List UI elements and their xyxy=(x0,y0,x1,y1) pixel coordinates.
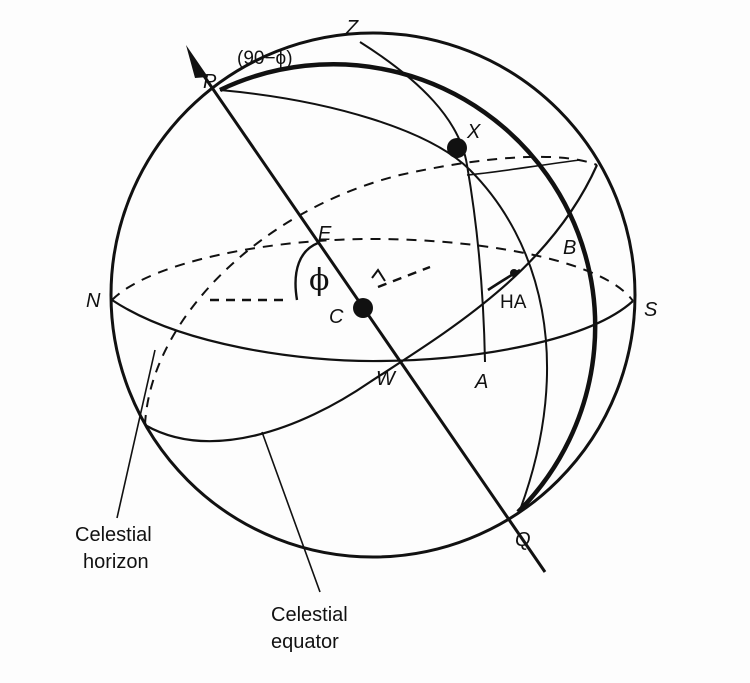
celestial-horizon-back xyxy=(111,237,634,302)
vertical-circle-zxa xyxy=(359,41,486,363)
label-ha: HA xyxy=(500,292,527,313)
star-x-dot xyxy=(447,138,467,158)
label-x: X xyxy=(466,121,481,143)
latitude-angle-arc xyxy=(294,241,319,301)
centre-c-dot xyxy=(353,298,373,318)
meridian-arc-heavy xyxy=(219,62,598,514)
label-colatitude: (90−ϕ) xyxy=(237,48,293,69)
label-a: A xyxy=(474,371,488,393)
celestial-horizon-front xyxy=(111,299,634,363)
label-w: W xyxy=(376,368,397,390)
label-s: S xyxy=(644,299,658,321)
caption-horizon-line2: horizon xyxy=(83,551,149,573)
caption-equator-line1: Celestial xyxy=(271,604,348,626)
caption-equator-line2: equator xyxy=(271,631,339,653)
label-p: P xyxy=(203,71,217,93)
equator-leader xyxy=(261,431,321,593)
hour-angle-arrow-dot xyxy=(510,269,518,277)
celestial-sphere-outline xyxy=(109,31,637,559)
label-c: C xyxy=(329,306,344,328)
declination-circle-segment xyxy=(466,159,581,176)
celestial-equator-back xyxy=(144,155,598,426)
celestial-equator-front xyxy=(144,164,599,443)
label-z: Z xyxy=(345,17,359,39)
equator-radius-dashed xyxy=(377,265,431,289)
polar-axis-arrowhead xyxy=(186,45,208,78)
horizon-leader xyxy=(116,349,156,519)
label-q: Q xyxy=(515,529,531,551)
label-e: E xyxy=(318,223,332,245)
label-n: N xyxy=(86,290,101,312)
caption-horizon-line1: Celestial xyxy=(75,524,152,546)
label-b: B xyxy=(563,237,576,259)
hour-circle-px xyxy=(219,89,549,511)
label-phi: ϕ xyxy=(309,263,329,298)
right-angle-marker xyxy=(371,268,386,282)
